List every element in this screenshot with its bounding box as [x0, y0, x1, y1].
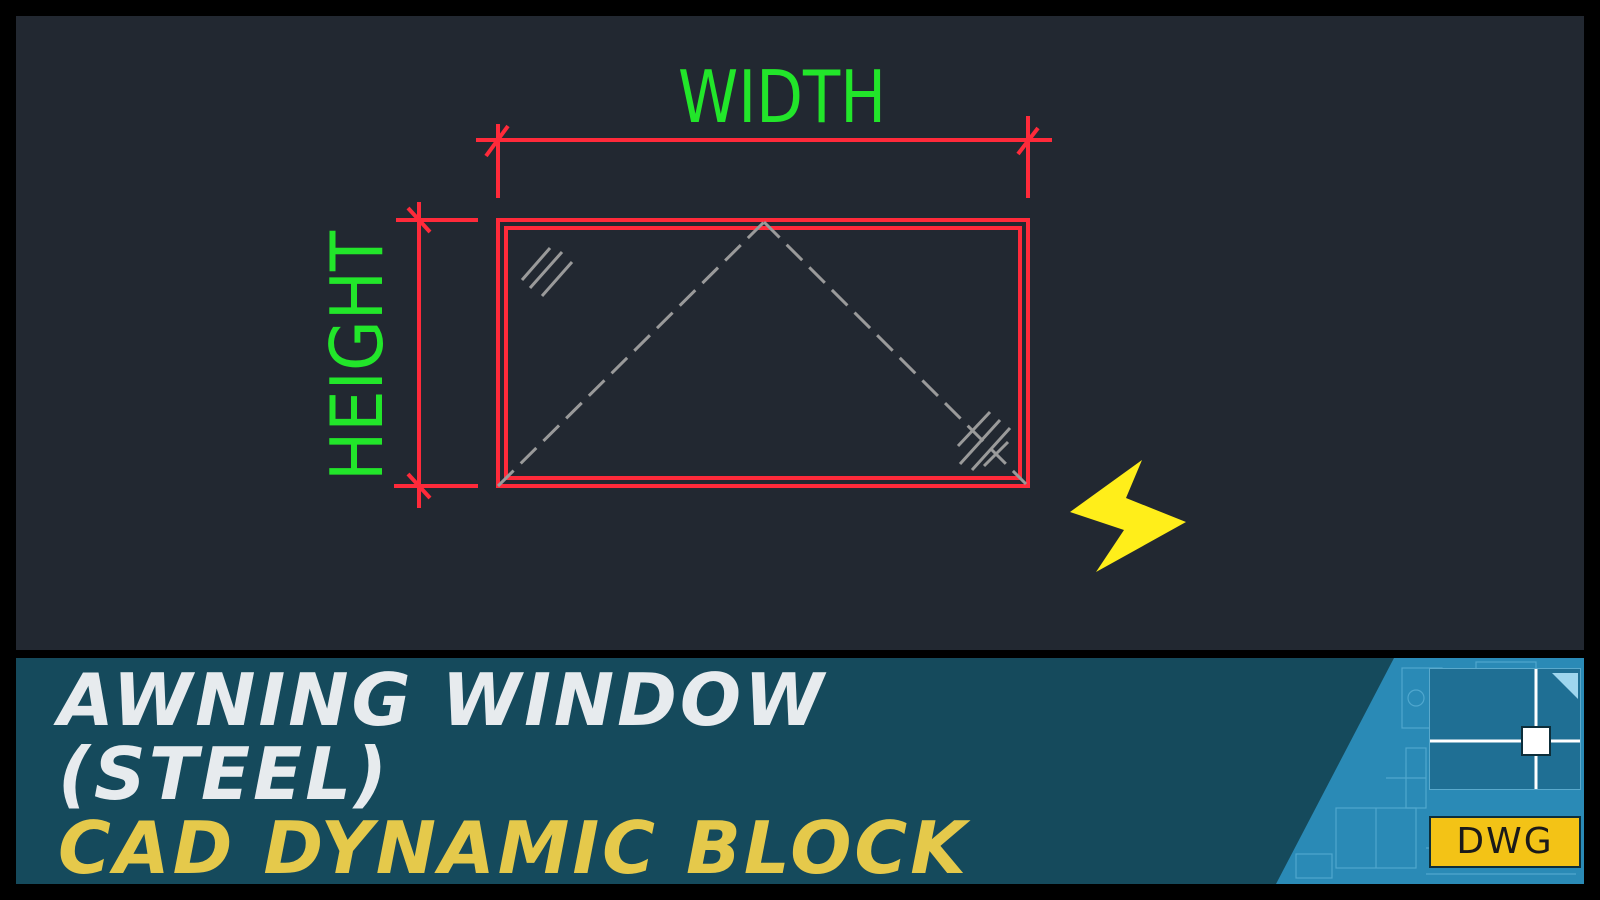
window-frame	[496, 218, 1030, 488]
title-line-2: (STEEL)	[58, 732, 391, 816]
lightning-bolt-icon	[1070, 460, 1186, 572]
width-label: WIDTH	[678, 55, 886, 139]
glass-hatch-bottom-right	[956, 410, 1012, 472]
blueprint-crosshair-icon	[1429, 668, 1581, 790]
dwg-badge: DWG	[1429, 816, 1581, 868]
glass-hatch-top-left	[520, 247, 574, 297]
height-dimension	[394, 202, 478, 508]
subtitle-line: CAD DYNAMIC BLOCK	[58, 806, 970, 884]
height-label: HEIGHT	[315, 230, 399, 481]
cad-drawing-area: WIDTH HEIGHT	[16, 16, 1584, 650]
width-dimension	[476, 116, 1052, 198]
swing-lines	[496, 220, 1028, 488]
title-line-1: AWNING WINDOW	[58, 658, 827, 742]
awning-window-drawing: WIDTH HEIGHT	[315, 55, 1186, 572]
title-banner: AWNING WINDOW (STEEL) CAD DYNAMIC BLOCK	[16, 658, 1584, 884]
